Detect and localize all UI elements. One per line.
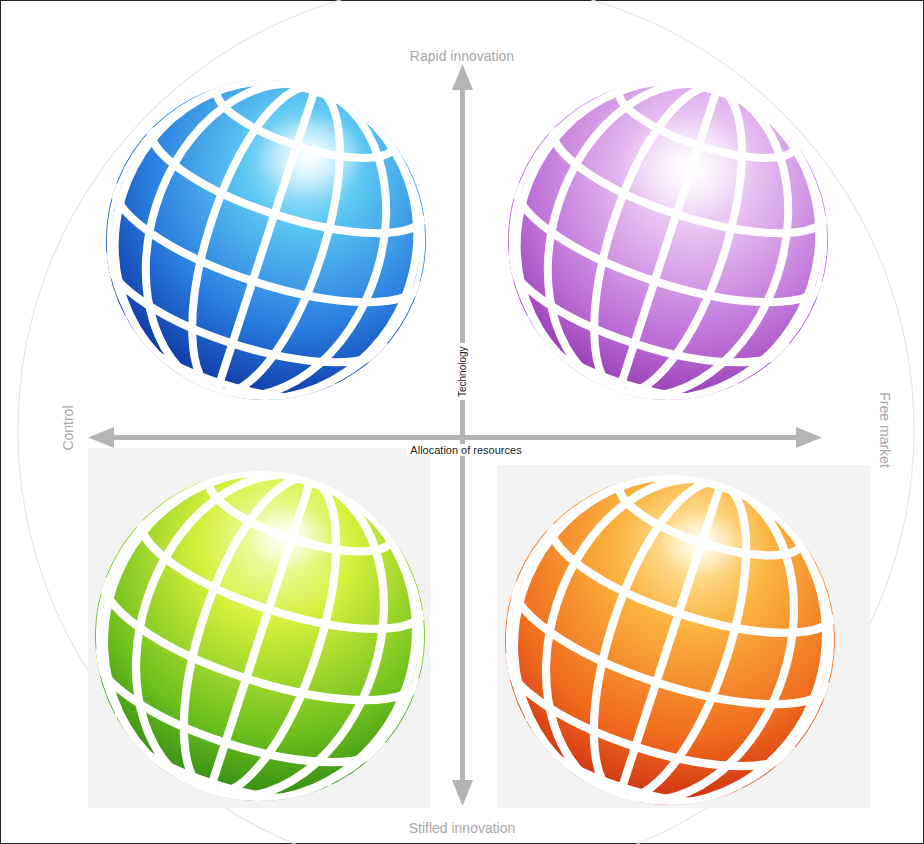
orange-globe bbox=[461, 432, 880, 844]
background-ring bbox=[18, 0, 914, 844]
axis-end-label: Rapid innovation bbox=[410, 48, 514, 64]
purple-globe bbox=[465, 38, 871, 442]
axis-title: Allocation of resources bbox=[407, 444, 524, 457]
axis-title: Technology bbox=[456, 344, 468, 401]
green-globe bbox=[51, 428, 470, 844]
axis-end-label: Free market bbox=[877, 392, 893, 467]
blue-globe bbox=[63, 38, 469, 442]
axes bbox=[88, 64, 822, 806]
axis-end-label: Control bbox=[60, 405, 76, 450]
axis-end-label: Stifled innovation bbox=[409, 820, 516, 836]
